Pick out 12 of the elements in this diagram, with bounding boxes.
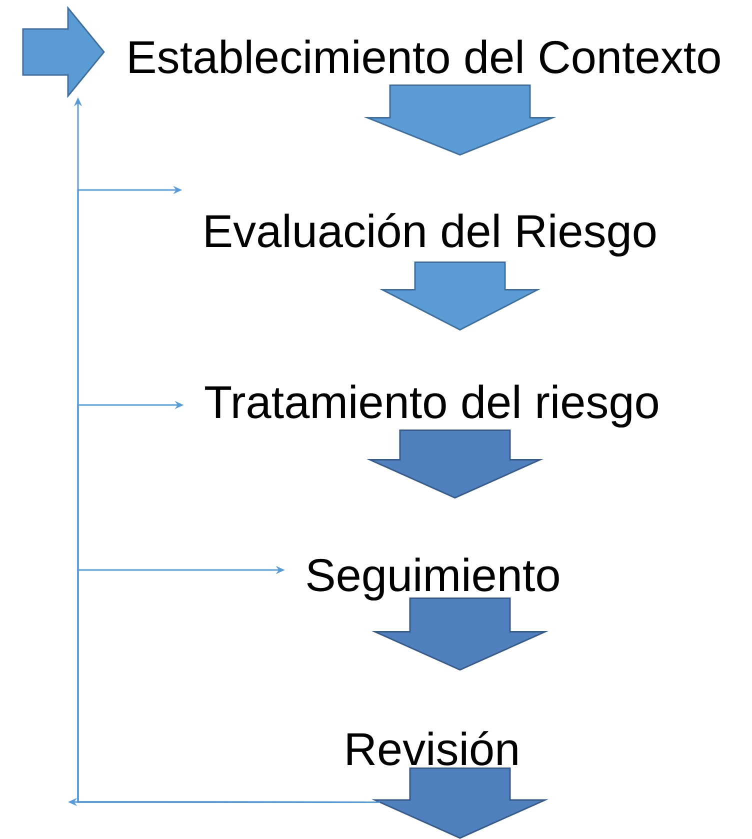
block-arrow <box>22 6 105 98</box>
block-arrow <box>379 261 541 331</box>
block-arrow <box>366 429 544 499</box>
step-label: Revisión <box>348 731 518 766</box>
step-label: Tratamiento del riesgo <box>205 384 658 428</box>
feedback-arrow <box>77 566 380 803</box>
block-arrow <box>371 767 549 839</box>
step-label: Establecimiento del Contexto <box>130 40 720 74</box>
step-label: Seguimiento <box>307 558 559 601</box>
block-arrow <box>364 84 556 156</box>
block-arrow <box>371 597 549 671</box>
step-label: Evaluación del Riesgo <box>206 213 656 257</box>
